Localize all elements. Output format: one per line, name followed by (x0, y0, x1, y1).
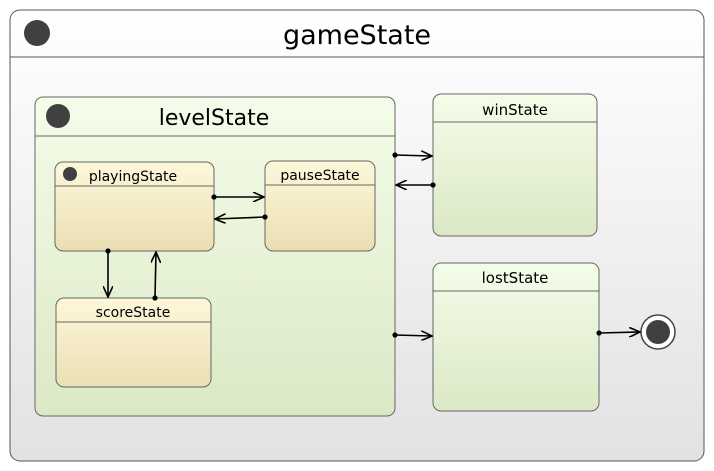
final-state (640, 314, 676, 350)
transition-lost-to-final (596, 330, 640, 335)
initial-state-dot-playingState (63, 167, 77, 181)
state-pauseState: pauseState (264, 160, 376, 252)
transition-playing-to-pause (211, 194, 264, 199)
transition-win-to-level (396, 182, 436, 187)
state-winState: winState (432, 93, 598, 237)
initial-state-dot-levelState (46, 104, 70, 128)
state-scoreState: scoreState (55, 297, 212, 388)
transition-level-to-win (392, 152, 432, 157)
state-title-playingState: playingState (89, 169, 177, 185)
state-title-pauseState: pauseState (280, 168, 359, 184)
state-playingState: playingState (54, 161, 215, 252)
transition-pause-to-playing (215, 214, 268, 219)
initial-state-dot-gameState (24, 20, 50, 46)
state-title-scoreState: scoreState (96, 305, 171, 321)
state-title-gameState: gameState (283, 20, 431, 51)
transition-score-to-playing (152, 252, 157, 301)
state-title-winState: winState (482, 101, 548, 119)
state-title-lostState: lostState (482, 269, 549, 287)
state-title-levelState: levelState (159, 106, 270, 131)
transition-level-to-lost (392, 332, 432, 337)
transition-playing-to-score (105, 248, 110, 297)
state-lostState: lostState (432, 262, 600, 412)
